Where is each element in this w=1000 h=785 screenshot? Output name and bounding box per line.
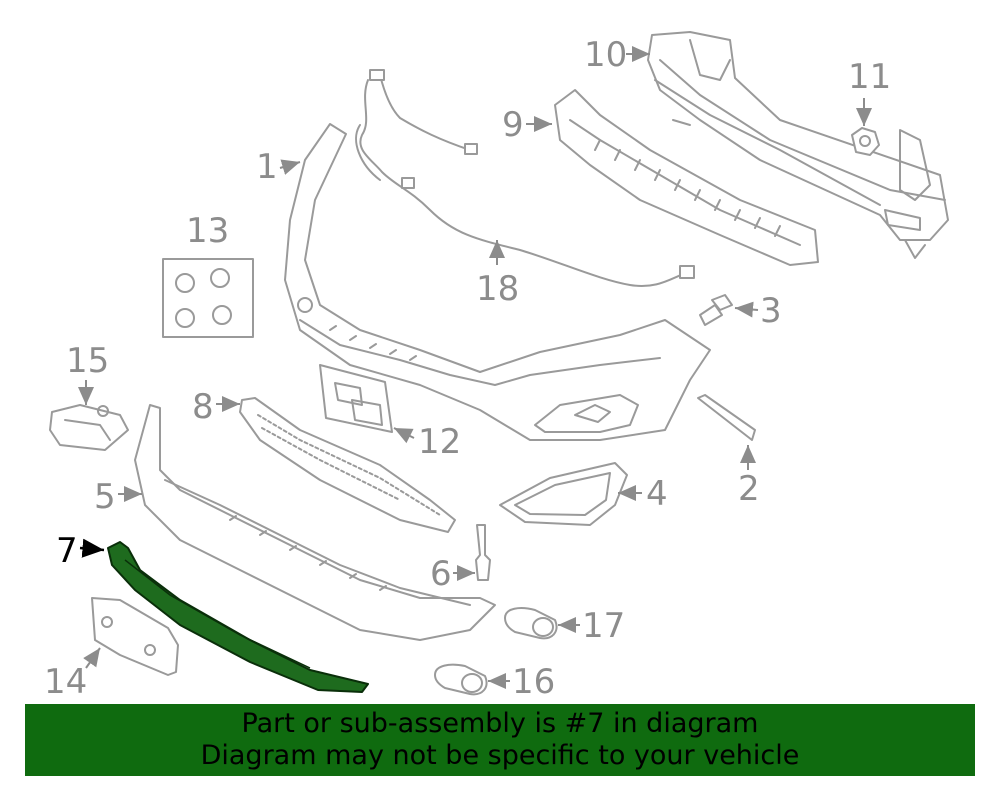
- callout-18: 18: [476, 269, 519, 309]
- part-16-sensor: [434, 663, 488, 696]
- callout-6: 6: [430, 554, 452, 594]
- part-18-wiring-harness: [355, 69, 695, 287]
- callout-16: 16: [512, 662, 555, 702]
- callout-10: 10: [584, 35, 627, 75]
- part-8-lower-grille: [239, 397, 456, 533]
- banner-line-2: Diagram may not be specific to your vehi…: [200, 740, 800, 771]
- part-14-bracket: [91, 597, 179, 676]
- part-17-sensor: [504, 607, 558, 640]
- part-7-air-deflector: [107, 541, 369, 693]
- callout-11: 11: [848, 57, 891, 97]
- callout-14: 14: [44, 662, 87, 702]
- callout-17: 17: [582, 606, 625, 646]
- part-6-pin: [475, 524, 491, 581]
- part-12-license-bracket: [319, 364, 393, 433]
- callout-14-arrow: [83, 647, 101, 669]
- callout-12-arrow: [393, 427, 415, 444]
- part-5-lower-cover: [134, 404, 496, 641]
- callout-8: 8: [192, 387, 214, 427]
- callout-2: 2: [738, 469, 760, 509]
- part-1-bumper-cover: [284, 123, 711, 441]
- banner-line-1: Part or sub-assembly is #7 in diagram: [241, 708, 759, 739]
- callout-3-arrow: [734, 301, 759, 318]
- part-11-nut: [851, 127, 880, 156]
- part-3-bolt: [699, 294, 733, 326]
- callout-5: 5: [94, 477, 116, 517]
- callout-1-arrow: [279, 159, 301, 175]
- callout-13: 13: [186, 211, 229, 251]
- part-15-sensor-bracket: [49, 404, 129, 451]
- callout-15: 15: [66, 341, 109, 381]
- callout-4: 4: [646, 474, 668, 514]
- info-banner: Part or sub-assembly is #7 in diagram Di…: [25, 704, 975, 776]
- callout-7-arrow: [79, 538, 105, 558]
- callout-12: 12: [418, 422, 461, 462]
- part-13-fastener-kit: [162, 258, 254, 338]
- callout-3: 3: [760, 291, 782, 331]
- part-2-molding: [697, 394, 756, 441]
- part-9-energy-absorber: [554, 89, 819, 266]
- part-4-fog-bezel: [499, 462, 628, 526]
- callout-7: 7: [56, 531, 78, 571]
- callout-1: 1: [256, 147, 278, 187]
- part-10-bumper-reinforcement: [647, 31, 949, 259]
- callout-9: 9: [502, 105, 524, 145]
